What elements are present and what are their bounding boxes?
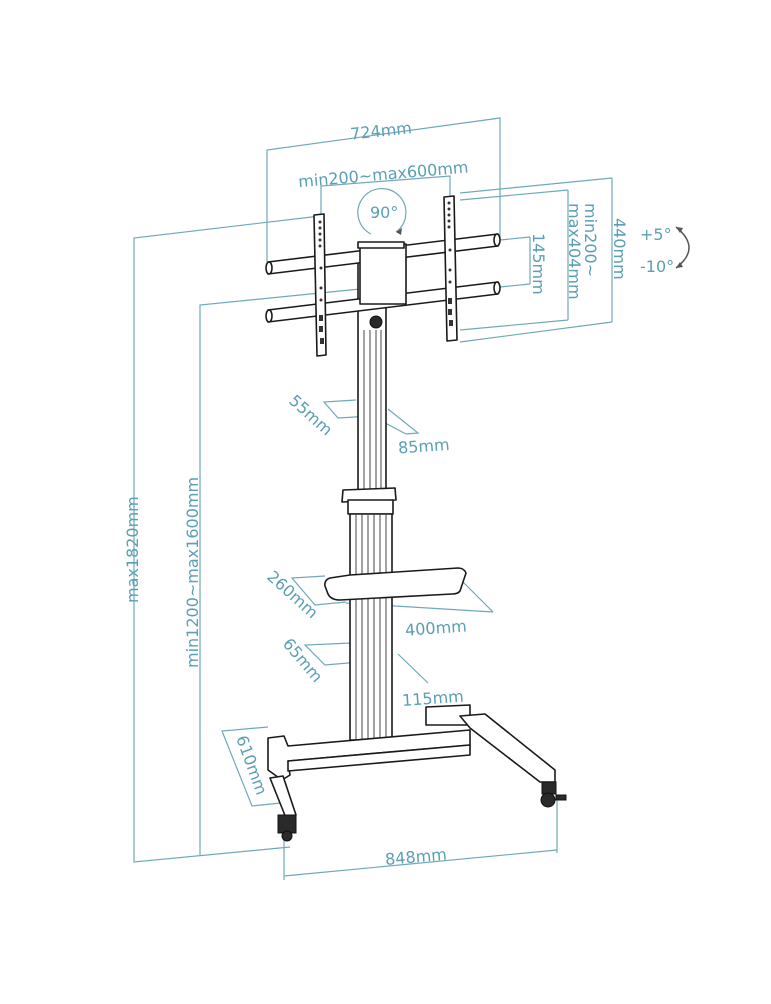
- label-vesa-horizontal: min200~max600mm: [297, 157, 469, 191]
- label-lower-column-width: 115mm: [401, 687, 464, 710]
- label-arm-spacing: 145mm: [529, 233, 548, 295]
- dimension-lines: [133, 117, 613, 880]
- label-base-width: 848mm: [384, 845, 447, 869]
- label-bracket-height: 440mm: [610, 218, 629, 280]
- label-upper-column-width: 85mm: [397, 435, 450, 458]
- label-shelf-width: 400mm: [404, 616, 467, 639]
- tilt-indicator: [675, 226, 690, 269]
- label-tilt-down: -10°: [640, 257, 674, 276]
- label-vesa-vertical-1: min200~: [581, 203, 600, 277]
- label-center-height: min1200~max1600mm: [183, 477, 202, 668]
- label-rotation: 90°: [370, 203, 398, 222]
- label-upper-column-depth: 55mm: [285, 391, 336, 440]
- label-base-depth: 610mm: [232, 733, 271, 797]
- label-tilt-up: +5°: [640, 225, 672, 244]
- stand-drawing: [267, 254, 567, 842]
- vesa-bracket: [265, 195, 501, 357]
- label-vesa-vertical-2: max404mm: [565, 203, 584, 300]
- label-shelf-depth: 260mm: [263, 567, 322, 622]
- rotation-indicator: [357, 188, 407, 235]
- label-bracket-width: 724mm: [349, 118, 412, 143]
- label-max-height: max1820mm: [123, 496, 142, 603]
